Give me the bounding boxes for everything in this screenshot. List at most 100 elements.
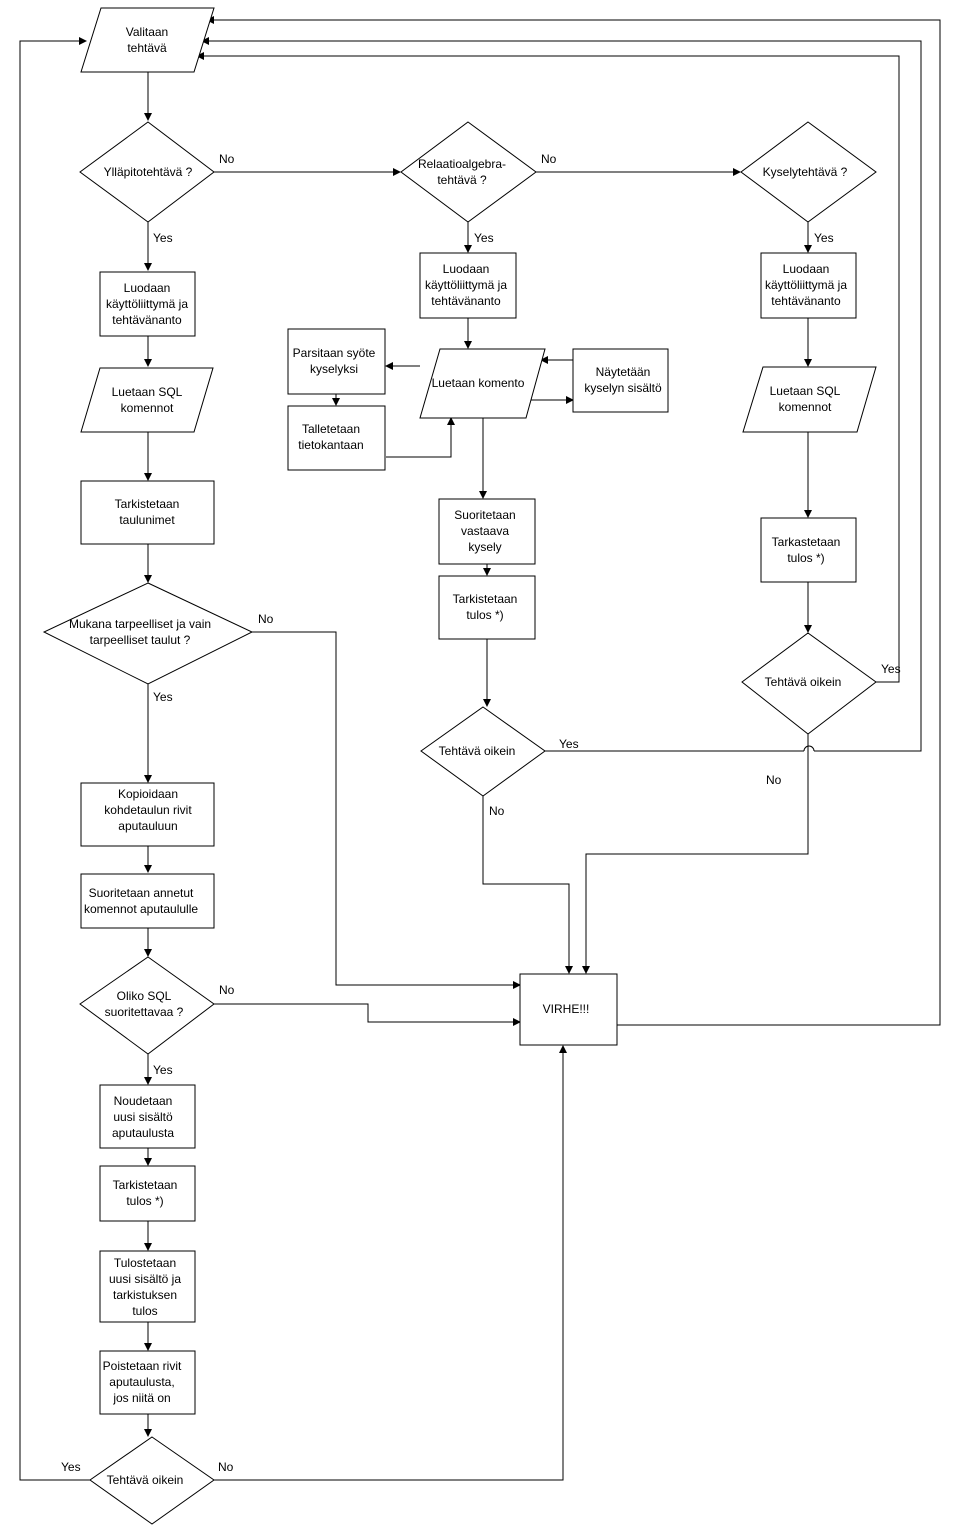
tables-decision <box>42 582 254 685</box>
select-task-shape <box>80 7 215 73</box>
error-box <box>519 973 618 1046</box>
node-line: Parsitaan syöte <box>293 346 376 360</box>
edge-labels: No Yes No Yes Yes No Yes No Yes Yes No Y… <box>61 152 901 1474</box>
fetch-new-box <box>99 1084 196 1149</box>
copy-rows-text: Kopioidaan kohdetaulun rivit aputauluun <box>104 787 192 833</box>
relational-algebra-text: Relaatioalgebra-tehtävä ? <box>418 157 506 187</box>
node-line: käyttöliittymä ja <box>765 278 847 292</box>
tables-no-label: No <box>258 612 274 626</box>
node-line: tarpeelliset taulut ? <box>90 633 191 647</box>
node-line: komennot aputaululle <box>84 902 198 916</box>
node-line: Tarkistetaan <box>115 497 180 511</box>
error-text: VIRHE!!! <box>543 1002 590 1016</box>
query-task-text: Kyselytehtävä ? <box>763 165 848 179</box>
save-db-text: Talletetaan tietokantaan <box>298 422 363 452</box>
read-sql-left-shape <box>80 367 214 433</box>
check-tables-text: Tarkistetaan taulunimet <box>115 497 180 527</box>
run-query-box <box>438 498 536 565</box>
node-line: Mukana tarpeelliset ja vain <box>69 617 211 631</box>
relational-algebra-decision <box>400 121 537 223</box>
node-line: Kopioidaan <box>118 787 178 801</box>
node-line: Tarkastetaan <box>772 535 841 549</box>
node-line: tehtävänanto <box>771 294 841 308</box>
node-line: jos niitä on <box>112 1391 170 1405</box>
sql-executable-text: Oliko SQL suoritettavaa ? <box>105 989 184 1019</box>
node-line: vastaava <box>461 524 509 538</box>
node-line: kyselyksi <box>310 362 358 376</box>
create-ui-mid-box <box>419 252 517 319</box>
print-result-box <box>99 1250 196 1323</box>
right-no-label: No <box>766 773 782 787</box>
node-line: Tarkistetaan <box>453 592 518 606</box>
node-line: aputaulusta <box>112 1126 174 1140</box>
copy-rows-box <box>80 782 215 847</box>
node-line: kohdetaulun rivit <box>104 803 192 817</box>
right-yes-label: Yes <box>881 662 901 676</box>
node-line: Luetaan komento <box>432 376 525 390</box>
node-line: Luodaan <box>783 262 830 276</box>
node-line: aputauluun <box>118 819 177 833</box>
node-line: Poistetaan rivit <box>103 1359 182 1373</box>
node-line: Noudetaan <box>114 1094 173 1108</box>
node-line: kyselyn sisältö <box>584 381 662 395</box>
node-line: Tehtävä oikein <box>439 744 516 758</box>
rel-yes-label: Yes <box>474 231 494 245</box>
tables-decision-text: Mukana tarpeelliset ja vain tarpeelliset … <box>69 617 211 647</box>
left-yes-label: Yes <box>61 1460 81 1474</box>
maint-yes-label: Yes <box>153 231 173 245</box>
check-tables-box <box>80 480 215 545</box>
node-line: tulos *) <box>466 608 503 622</box>
query-task-decision <box>740 121 877 223</box>
node-line: Ylläpitotehtävä ? <box>104 165 193 179</box>
sql-executable-decision <box>79 956 215 1055</box>
show-query-text: Näytetään kyselyn sisältö <box>584 365 662 395</box>
mid-yes-label: Yes <box>559 737 579 751</box>
node-line: Valitaan <box>126 25 168 39</box>
node-line: taulunimet <box>119 513 175 527</box>
node-line: Relaatioalgebra- <box>418 157 506 171</box>
tables-yes-label: Yes <box>153 690 173 704</box>
correct-left-text: Tehtävä oikein <box>107 1473 184 1487</box>
node-line: tulos *) <box>787 551 824 565</box>
check-result-right-text: Tarkastetaan tulos *) <box>772 535 841 565</box>
check-result-mid-text: Tarkistetaan tulos *) <box>453 592 518 622</box>
node-line: Luodaan <box>443 262 490 276</box>
node-line: tehtävä <box>127 41 167 55</box>
delete-rows-text: Poistetaan rivit aputaulusta, jos niitä on <box>103 1359 182 1405</box>
create-ui-left-box <box>99 271 196 337</box>
select-task-text: Valitaan tehtävä <box>126 25 168 55</box>
exec-commands-box <box>80 873 215 929</box>
correct-right-text: Tehtävä oikein <box>765 675 842 689</box>
node-line: komennot <box>121 401 174 415</box>
node-line: Oliko SQL <box>117 989 172 1003</box>
node-line: Kyselytehtävä ? <box>763 165 848 179</box>
maint-no-label: No <box>219 152 235 166</box>
node-line: Talletetaan <box>302 422 360 436</box>
node-line: tehtävä ? <box>437 173 487 187</box>
node-line: Luetaan SQL <box>770 384 841 398</box>
rel-no-label: No <box>541 152 557 166</box>
read-command-text: Luetaan komento <box>432 376 525 390</box>
node-line: suoritettavaa ? <box>105 1005 184 1019</box>
node-line: tulos <box>132 1304 157 1318</box>
maintenance-task-decision <box>79 121 215 223</box>
node-line: tehtävänanto <box>112 313 182 327</box>
read-sql-right-shape <box>742 366 877 433</box>
node-line: tietokantaan <box>298 438 363 452</box>
node-line: Tehtävä oikein <box>107 1473 184 1487</box>
correct-mid-text: Tehtävä oikein <box>439 744 516 758</box>
node-line: käyttöliittymä ja <box>425 278 507 292</box>
node-line: tarkistuksen <box>113 1288 177 1302</box>
check-result-left-box <box>99 1165 196 1222</box>
read-command-shape <box>419 348 546 419</box>
node-line: aputaulusta, <box>109 1375 174 1389</box>
parse-input-box <box>287 328 386 395</box>
node-line: Tehtävä oikein <box>765 675 842 689</box>
node-line: Näytetään <box>596 365 651 379</box>
node-line: tulos *) <box>126 1194 163 1208</box>
connectors <box>19 16 941 1481</box>
parse-input-text: Parsitaan syöte kyselyksi <box>293 346 376 376</box>
node-line: Suoritetaan <box>454 508 515 522</box>
